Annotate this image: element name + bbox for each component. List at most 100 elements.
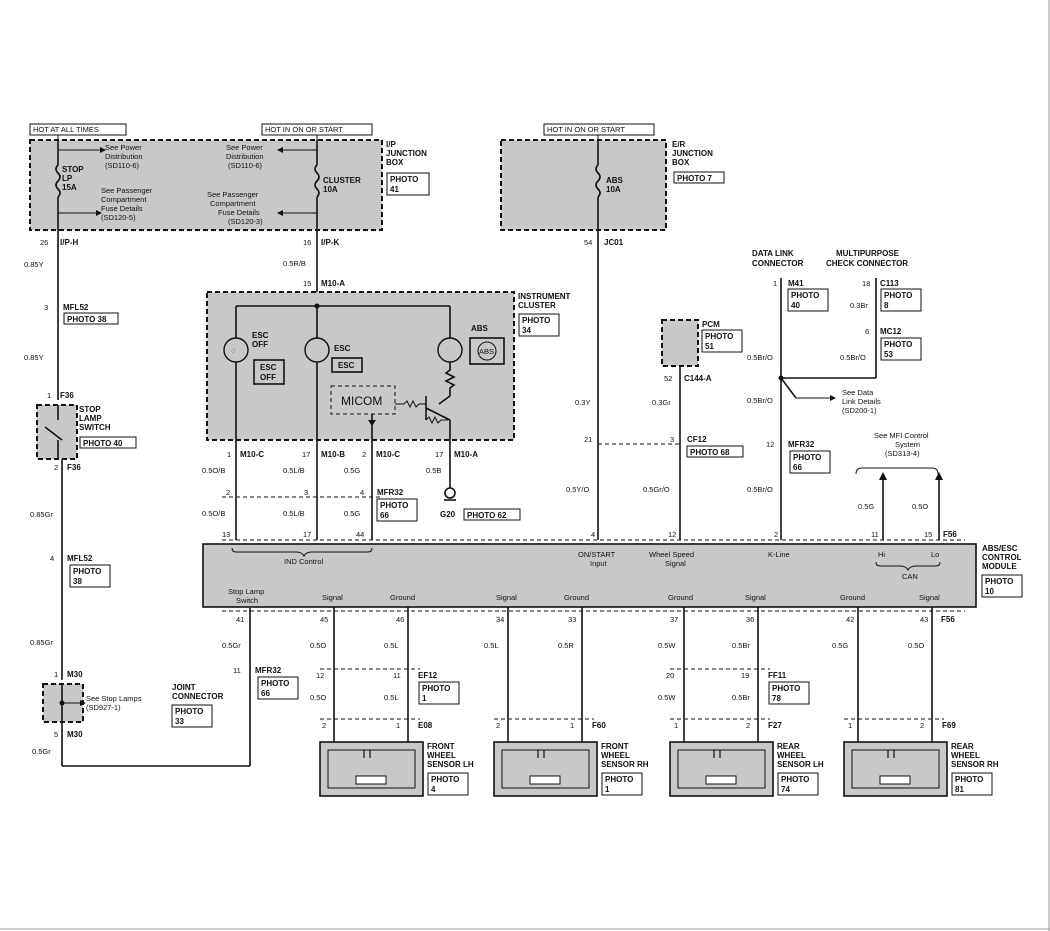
label-cluster-m10c-1: M10-C	[240, 450, 264, 459]
label-mfr32-a-pins-2: 4	[360, 488, 364, 497]
label-pins-m30-top-num: 1	[54, 670, 58, 679]
label-sensors-2-title-0: REAR	[777, 742, 800, 751]
label-sensors-0-pins-1: 1	[396, 721, 400, 730]
label-mcc-conn2: MC12	[880, 327, 902, 336]
label-wires-w-05gro: 0.5Gr/O	[643, 485, 670, 494]
label-wires-w-05gr-sls: 0.5Gr	[222, 641, 241, 650]
label-mcc-photo-0: PHOTO	[884, 291, 912, 300]
label-wires-w-05g-b: 0.5G	[344, 509, 360, 518]
label-pins-mfl52-photo: PHOTO 38	[67, 315, 107, 324]
label-module-top-pins-2: 44	[356, 530, 364, 539]
label-cluster-photo-0: PHOTO	[522, 316, 550, 325]
label-module-top-conn: F56	[943, 530, 957, 539]
label-wires-w-05o-lo: 0.5O	[912, 502, 928, 511]
label-ip-box-see-power-right-0: See Power	[226, 143, 263, 152]
label-ip-box-photo-0: PHOTO	[390, 175, 418, 184]
label-stop-switch-photo: PHOTO 40	[83, 439, 123, 448]
er-junction-box	[500, 139, 667, 231]
label-module-stop-lamp-1: Switch	[236, 596, 258, 605]
label-inline-ef12-photo-1: 1	[422, 694, 427, 703]
label-mcc-pin2: 6	[865, 327, 869, 336]
label-cluster-esc-off-box-1: OFF	[260, 373, 276, 382]
label-module-bottom-pins-4: 33	[568, 615, 576, 624]
label-pins-m30-bot: M30	[67, 730, 83, 739]
label-wires-w-05ob-b: 0.5O/B	[202, 509, 225, 518]
label-cluster-abs-lamp: ABS	[471, 324, 489, 333]
label-mfr32-c-pin: 11	[233, 666, 241, 675]
label-pins-f36-top: F36	[60, 391, 74, 400]
label-mfi-see-0: See MFI Control	[874, 431, 929, 440]
label-cluster-m10c-2: M10-C	[376, 450, 400, 459]
label-wires-w-05lb-a: 0.5L/B	[283, 466, 305, 475]
label-mfr32-a-pins-0: 2	[226, 488, 230, 497]
label-module-stop-lamp-0: Stop Lamp	[228, 587, 264, 596]
label-mcc-photo2-1: 53	[884, 350, 893, 359]
label-mfr32-b-photo-1: 66	[793, 463, 802, 472]
label-sensors-3-title-0: REAR	[951, 742, 974, 751]
label-wires-w-05bro-d: 0.5Br/O	[747, 485, 773, 494]
label-sensor-wires-rl-gnd2: 0.5W	[658, 693, 676, 702]
label-hot-labels-hot-on-start-ip: HOT IN ON OR START	[265, 125, 343, 134]
label-mcc-photo2-0: PHOTO	[884, 340, 912, 349]
label-stop-switch-title-1: LAMP	[79, 414, 102, 423]
label-pins-m10a-num: 15	[303, 279, 311, 288]
label-dlc-see-2: (SD200-1)	[842, 406, 877, 415]
label-pcm-photo-1: 51	[705, 342, 714, 351]
label-ip-box-see-power-left-0: See Power	[105, 143, 142, 152]
label-sensor-wires-rl-gnd: 0.5W	[658, 641, 676, 650]
label-er-box-abs-fuse-0: ABS	[606, 176, 624, 185]
label-sensor-wires-rr-sig: 0.5O	[908, 641, 924, 650]
label-module-top-pins-5: 2	[774, 530, 778, 539]
label-mfr32-b-pin: 12	[766, 440, 774, 449]
label-mfi-see-1: System	[895, 440, 920, 449]
label-sensor-wires-fl-sig2: 0.5O	[310, 693, 326, 702]
label-inline-ef12-photo-0: PHOTO	[422, 684, 450, 693]
label-sensors-3-photo-1: 81	[955, 785, 964, 794]
label-mfr32-c-photo-0: PHOTO	[261, 679, 289, 688]
label-cf12-name: CF12	[687, 435, 707, 444]
hot-on-start-er-label: HOT IN ON OR START	[543, 123, 655, 136]
label-wires-w-05bro-a: 0.5Br/O	[747, 353, 773, 362]
label-mfr32-a-pins-1: 3	[304, 488, 308, 497]
label-inline-ff11-pins-0: 20	[666, 671, 674, 680]
label-hot-labels-hot-at-all-times: HOT AT ALL TIMES	[33, 125, 99, 134]
label-cluster-micom: MICOM	[341, 394, 382, 408]
label-er-box-title-0: E/R	[672, 140, 686, 149]
label-cluster-pin-m10c-2: 2	[362, 450, 366, 459]
label-sensors-3-title-2: SENSOR RH	[951, 760, 999, 769]
label-cluster-title-0: INSTRUMENT	[518, 292, 571, 301]
label-cluster-title-1: CLUSTER	[518, 301, 556, 310]
label-ip-box-title-2: BOX	[386, 158, 404, 167]
label-sensors-1-pins-1: 1	[570, 721, 574, 730]
label-cluster-esc-off-lamp-0: ESC	[252, 331, 269, 340]
label-sensors-0-photo-1: 4	[431, 785, 436, 794]
label-pins-jc01: JC01	[604, 238, 624, 247]
label-module-bottom-labels-1: Ground	[390, 593, 415, 602]
label-module-bottom-pins-2: 46	[396, 615, 404, 624]
esc-off-lamp	[223, 337, 249, 363]
label-sensor-wires-rl-sig2: 0.5Br	[732, 693, 750, 702]
label-wires-w-05yo: 0.5Y/O	[566, 485, 590, 494]
label-sensors-0-pins-0: 2	[322, 721, 326, 730]
label-module-top-pins-7: 15	[924, 530, 932, 539]
label-inline-ef12-pins-1: 11	[393, 671, 401, 680]
label-cluster-esc-off-lamp-1: OFF	[252, 340, 268, 349]
label-module-bottom-pins-6: 36	[746, 615, 754, 624]
label-ip-box-see-power-left-1: Distribution	[105, 152, 143, 161]
label-sensors-3-pins-0: 1	[848, 721, 852, 730]
label-pins-f36-bot: F36	[67, 463, 81, 472]
label-wires-w-03y: 0.3Y	[575, 398, 590, 407]
label-mfi-see-2: (SD313-4)	[885, 449, 920, 458]
label-wires-w-05g-hi: 0.5G	[858, 502, 874, 511]
label-wires-w-05g-a: 0.5G	[344, 466, 360, 475]
label-mfr32-c-name: MFR32	[255, 666, 282, 675]
label-mfr32-a-name: MFR32	[377, 488, 404, 497]
label-stop-switch-title-2: SWITCH	[79, 423, 111, 432]
label-sensor-wires-fl-sig: 0.5O	[310, 641, 326, 650]
label-sensors-2-photo-0: PHOTO	[781, 775, 809, 784]
label-sensors-0-conn: E08	[418, 721, 433, 730]
label-dlc-title-1: CONNECTOR	[752, 259, 804, 268]
label-pins-mfl52: MFL52	[63, 303, 89, 312]
label-ip-box-title-0: I/P	[386, 140, 396, 149]
label-module-title-2: MODULE	[982, 562, 1017, 571]
